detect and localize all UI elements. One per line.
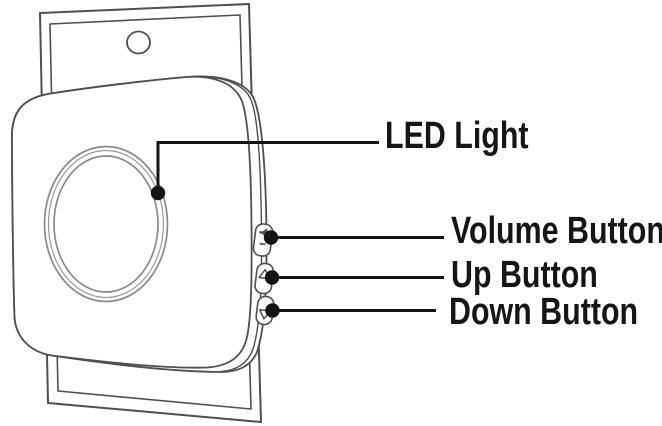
label-volume-button: Volume Button [451, 210, 662, 252]
device-front-face [11, 75, 253, 369]
volume-leader-line [263, 230, 444, 245]
up-leader-line [264, 270, 444, 285]
down-leader-line [265, 303, 436, 318]
volume-leader-dot [263, 230, 279, 245]
label-up-button: Up Button [451, 254, 598, 296]
led-leader-dot [150, 185, 166, 201]
callout-leaders [150, 141, 444, 318]
down-leader-dot [265, 303, 280, 318]
label-led-light: LED Light [385, 115, 529, 157]
up-leader-dot [264, 270, 280, 285]
led-leader-line [150, 141, 379, 201]
label-down-button: Down Button [449, 291, 639, 333]
device-body [11, 75, 268, 373]
led-light-ring [43, 145, 169, 303]
mounting-hole [126, 30, 151, 55]
